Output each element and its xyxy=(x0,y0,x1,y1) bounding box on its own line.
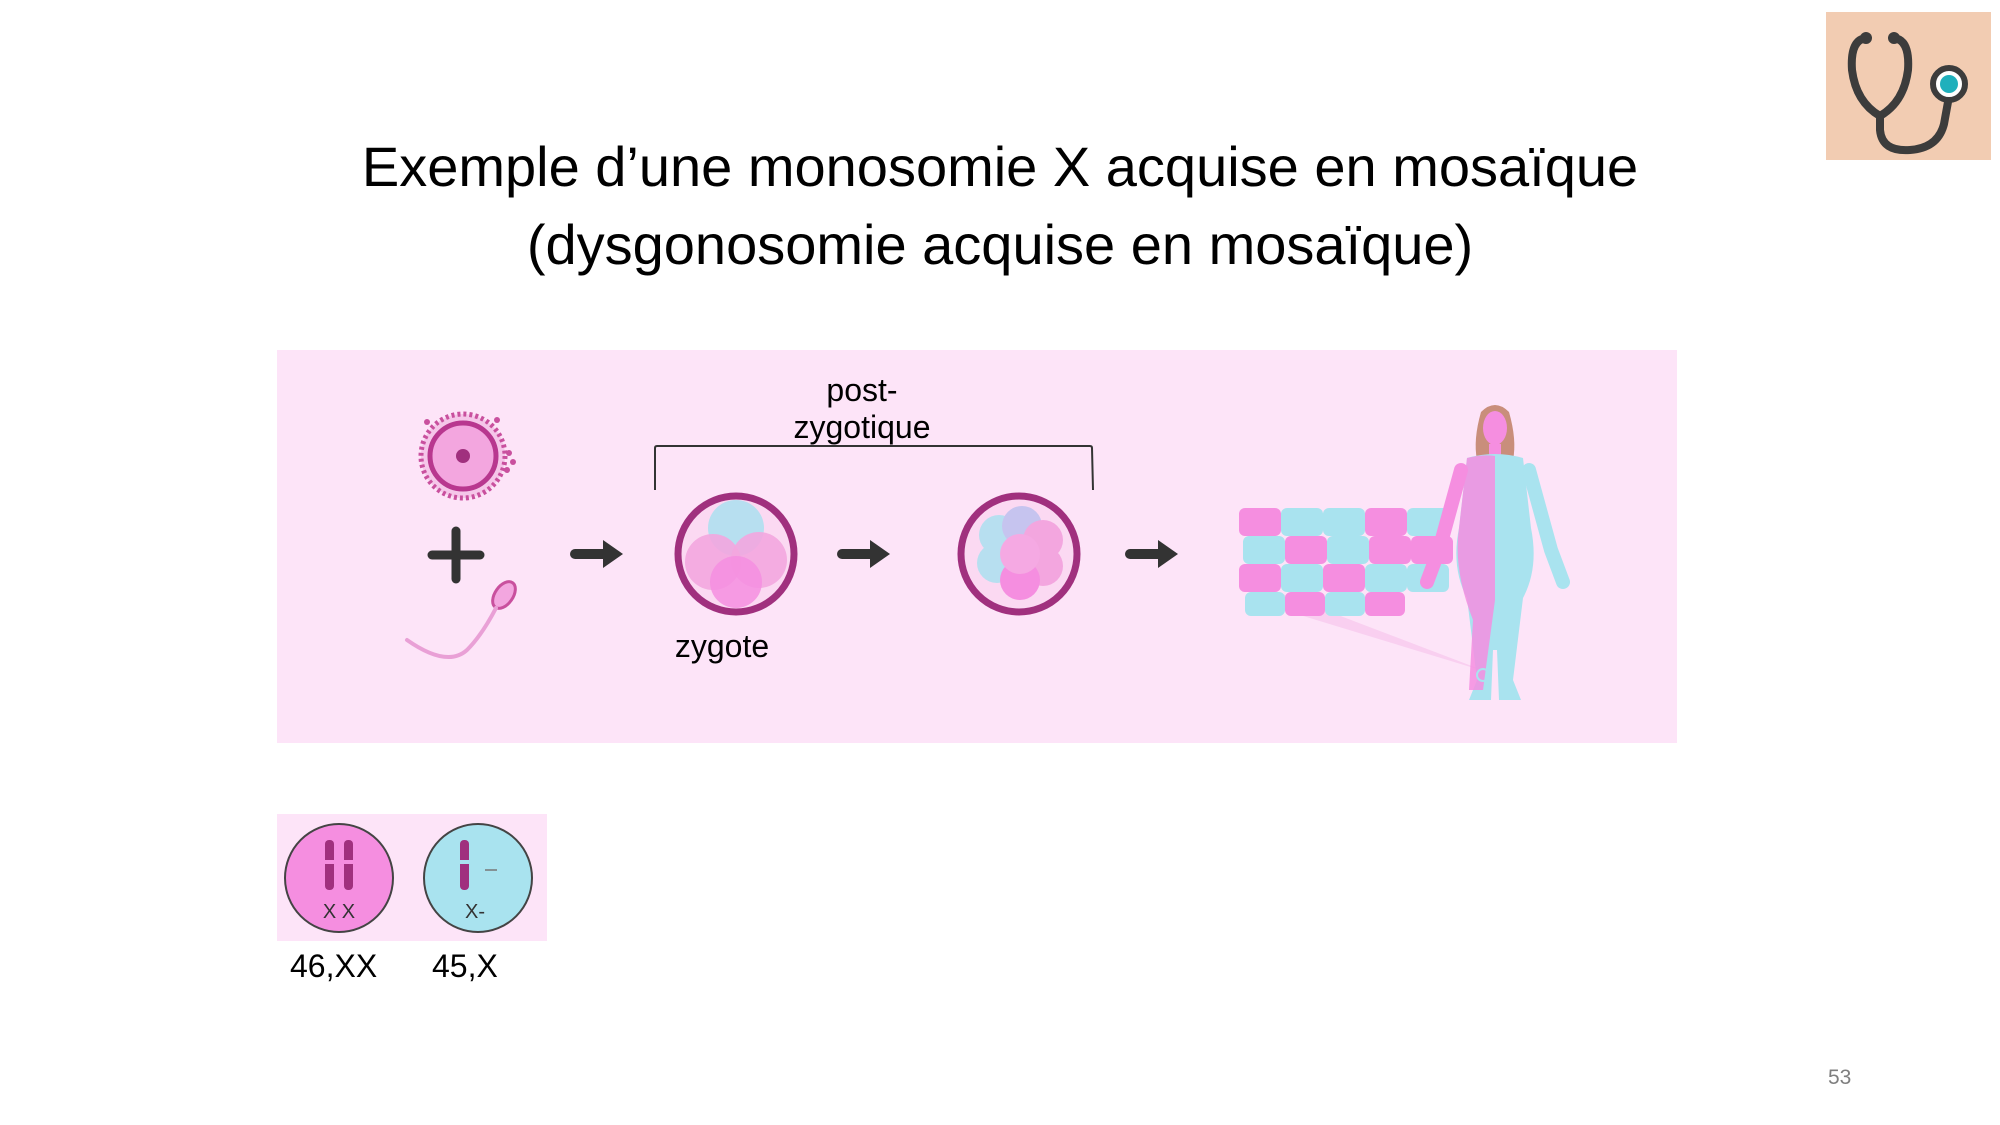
plus-icon xyxy=(427,526,485,584)
tissue-cells-icon xyxy=(1239,508,1487,672)
slide-title: Exemple d’une monosomie X acquise en mos… xyxy=(0,128,2000,284)
post-zygotic-label: post-zygotique xyxy=(793,372,931,445)
zygote-icon xyxy=(674,492,798,616)
normal-cell-label: X X xyxy=(323,901,355,923)
ovum-icon xyxy=(418,411,516,501)
title-line-2: (dysgonosomie acquise en mosaïque) xyxy=(526,213,1474,276)
arrow-icon xyxy=(837,540,890,568)
title-line-1: Exemple d’une monosomie X acquise en mos… xyxy=(361,135,1639,198)
stethoscope-icon xyxy=(1847,32,1968,155)
sperm-icon xyxy=(405,580,517,659)
zygote-label: zygote xyxy=(674,628,770,664)
page-number: 53 xyxy=(1828,1066,1852,1089)
arrow-icon xyxy=(1125,540,1178,568)
monosomy-cell-label: X- xyxy=(465,901,485,923)
karyotype-legend: X X X- xyxy=(277,814,547,941)
female-body-icon xyxy=(1420,405,1570,700)
normal-cell-icon: X X xyxy=(284,823,394,933)
logo-box xyxy=(1826,12,1991,160)
post-zygotic-bracket xyxy=(654,445,1094,491)
normal-karyotype: 46,XX xyxy=(290,948,378,984)
legend-cells: X X X- xyxy=(284,823,533,933)
diagram-art xyxy=(405,405,1570,700)
monosomy-karyotype: 45,X xyxy=(432,948,498,984)
monosomy-cell-icon: X- xyxy=(423,823,533,933)
morula-icon xyxy=(957,492,1081,616)
arrow-icon xyxy=(570,540,623,568)
mosaic-diagram-panel: post-zygotique zygote xyxy=(277,350,1677,743)
